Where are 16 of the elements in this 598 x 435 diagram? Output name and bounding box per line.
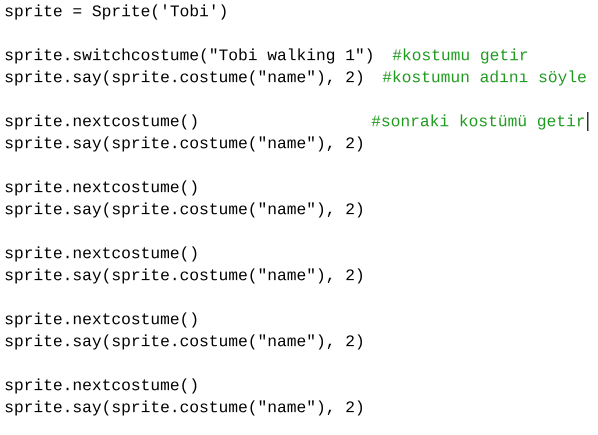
code-line: sprite.say(sprite.costume("name"), 2) <box>6 334 362 350</box>
code-line: sprite.say(sprite.costume("name"), 2) <box>6 70 362 86</box>
code-comment: #kostumun adını söyle <box>382 70 586 86</box>
code-line: sprite.nextcostume() <box>6 378 196 394</box>
code-line: sprite.nextcostume() <box>6 114 196 130</box>
code-line: sprite.nextcostume() <box>6 180 196 196</box>
code-line: sprite.nextcostume() <box>6 246 196 262</box>
code-line: sprite.say(sprite.costume("name"), 2) <box>6 202 362 218</box>
code-line: sprite.switchcostume("Tobi walking 1") <box>6 48 372 64</box>
code-line: sprite.say(sprite.costume("name"), 2) <box>6 136 362 152</box>
code-comment: #kostumu getir <box>392 48 528 64</box>
code-line: sprite.nextcostume() <box>6 312 196 328</box>
code-comment: #sonraki kostümü getir <box>372 114 584 130</box>
code-line: sprite.say(sprite.costume("name"), 2) <box>6 400 362 416</box>
code-line: sprite = Sprite('Tobi') <box>6 4 226 20</box>
code-line: sprite.say(sprite.costume("name"), 2) <box>6 268 362 284</box>
